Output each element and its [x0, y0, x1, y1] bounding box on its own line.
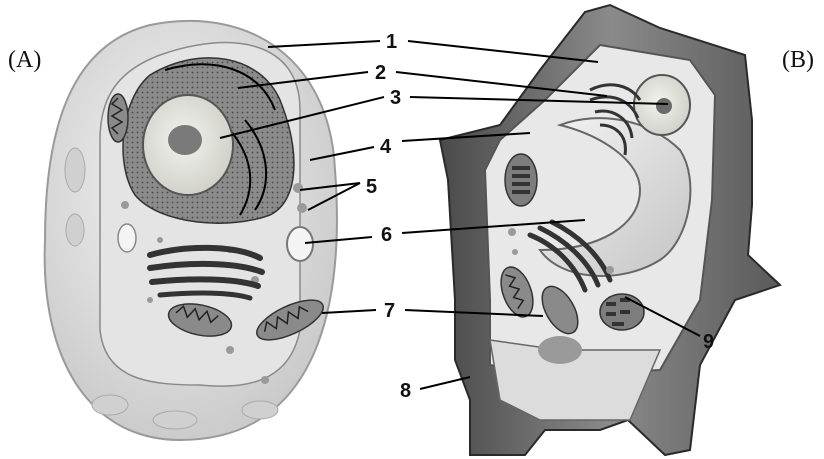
surface-bump [92, 395, 128, 415]
mitochondrion [108, 94, 128, 142]
surface-bump [66, 214, 84, 246]
plant-nucleolus [656, 98, 672, 114]
lysosome [147, 297, 153, 303]
animal-vacuole-small [118, 224, 136, 252]
plant-vesicle [508, 228, 516, 236]
leader-8 [420, 377, 470, 389]
callout-number: 6 [381, 224, 392, 246]
surface-bump [65, 148, 85, 192]
panel-label-b: (B) [782, 47, 814, 73]
lysosome [297, 203, 307, 213]
animal-cell [45, 21, 337, 440]
leader-7a [322, 310, 376, 313]
callout-number: 2 [375, 62, 386, 84]
lysosome [157, 237, 163, 243]
chloroplast [600, 294, 644, 330]
animal-nucleolus [168, 125, 202, 155]
plant-cell [440, 5, 780, 455]
callout-number: 1 [386, 31, 397, 53]
callout-number: 4 [380, 136, 392, 158]
lysosome [226, 346, 234, 354]
lysosome [261, 376, 269, 384]
plant-vesicle [512, 249, 518, 255]
surface-bump [242, 401, 278, 419]
plant-vesicle [606, 266, 614, 274]
callout-number: 3 [390, 87, 401, 109]
leader-1a [268, 41, 380, 47]
callout-number: 7 [384, 300, 395, 322]
callout-number: 5 [366, 176, 377, 198]
surface-bump [153, 411, 197, 429]
callout-number: 8 [400, 380, 411, 402]
callout-number: 9 [703, 331, 714, 353]
plant-surface-blob [538, 336, 582, 364]
lysosome [293, 183, 303, 193]
panel-label-a: (A) [8, 47, 41, 73]
chloroplast [505, 154, 537, 206]
animal-vacuole [287, 227, 313, 261]
lysosome [121, 201, 129, 209]
